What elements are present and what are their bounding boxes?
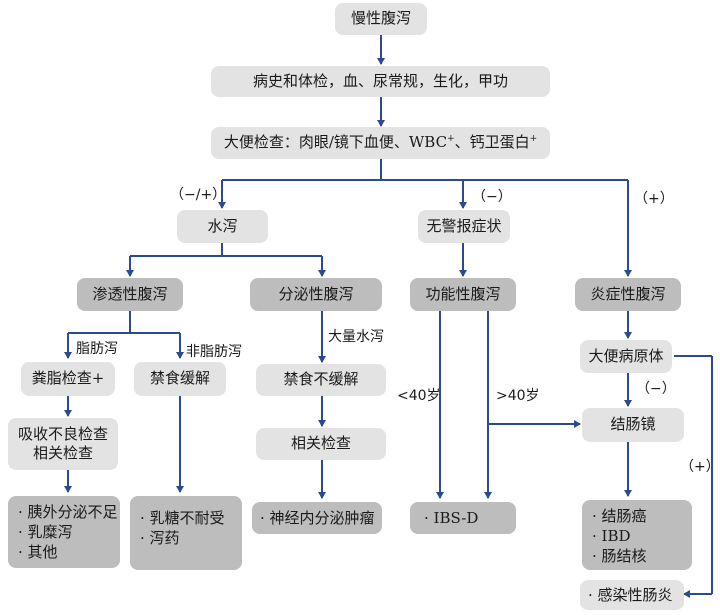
node-fecal-fat-test: 粪脂检查+ (21, 362, 115, 396)
label-over-40: >40岁 (496, 388, 540, 404)
node-osmotic-diarrhea: 渗透性腹泻 (77, 278, 183, 311)
node-infectious-enteritis: · 感染性肠炎 (580, 580, 684, 610)
node-stool-exam: 大便检查：肉眼/镜下血便、WBC+、钙卫蛋白+ (211, 127, 550, 159)
label-large-volume: 大量水泻 (328, 329, 384, 345)
node-no-alarm-symptoms: 无警报症状 (418, 210, 510, 243)
colon-finding-item: · 肠结核 (592, 547, 647, 565)
fat-cause-item: · 胰外分泌不足 (18, 503, 118, 521)
node-fasting-no-relief: 禁食不缓解 (256, 364, 386, 396)
node-chronic-diarrhea: 慢性腹泻 (335, 3, 427, 35)
label-non-fatty: 非脂肪泻 (186, 344, 242, 360)
malabsorption-line-2: 相关检查 (32, 444, 93, 462)
colon-finding-item: · IBD (592, 527, 631, 545)
stool-exam-text: 大便检查：肉眼/镜下血便、WBC+、钙卫蛋白+ (223, 133, 538, 152)
node-colon-findings: · 结肠癌 · IBD · 肠结核 (582, 500, 692, 570)
label-under-40: <40岁 (397, 388, 441, 404)
node-colonoscopy: 结肠镜 (582, 408, 684, 442)
node-watery-diarrhea: 水泻 (177, 210, 268, 243)
node-nonfat-causes: · 乳糖不耐受 · 泻药 (130, 496, 242, 570)
ibs-item: · IBS-D (424, 509, 479, 527)
node-fasting-relief: 禁食缓解 (134, 362, 226, 396)
label-neg-1: （−） (472, 189, 512, 205)
nonfat-cause-item: · 乳糖不耐受 (140, 509, 225, 527)
node-malabsorption-tests: 吸收不良检查 相关检查 (8, 418, 118, 470)
label-neg-pos: （−/+） (170, 187, 227, 203)
node-neuroendocrine: · 神经内分泌肿瘤 (252, 502, 382, 534)
label-pos-1: （+） (634, 191, 674, 207)
colon-finding-item: · 结肠癌 (592, 507, 647, 525)
neuroendocrine-item: · 神经内分泌肿瘤 (260, 509, 375, 527)
node-inflammatory-diarrhea: 炎症性腹泻 (575, 278, 681, 311)
nonfat-cause-item: · 泻药 (140, 529, 180, 547)
node-fat-causes: · 胰外分泌不足 · 乳糜泻 · 其他 (8, 496, 120, 568)
node-stool-pathogen: 大便病原体 (580, 340, 672, 373)
node-functional-diarrhea: 功能性腹泻 (410, 278, 516, 311)
infectious-item: · 感染性肠炎 (588, 586, 673, 604)
node-secretory-diarrhea: 分泌性腹泻 (250, 278, 382, 311)
label-pos-2: （+） (680, 459, 720, 475)
node-ibs-d: · IBS-D (410, 502, 516, 534)
malabsorption-line-1: 吸收不良检查 (17, 424, 108, 443)
fat-cause-item: · 乳糜泻 (18, 523, 73, 541)
label-fatty: 脂肪泻 (76, 341, 118, 357)
node-history-exam: 病史和体检，血、尿常规，生化，甲功 (211, 66, 550, 97)
label-neg-2: （−） (636, 381, 676, 397)
fat-cause-item: · 其他 (18, 543, 58, 561)
node-related-tests: 相关检查 (256, 428, 386, 460)
